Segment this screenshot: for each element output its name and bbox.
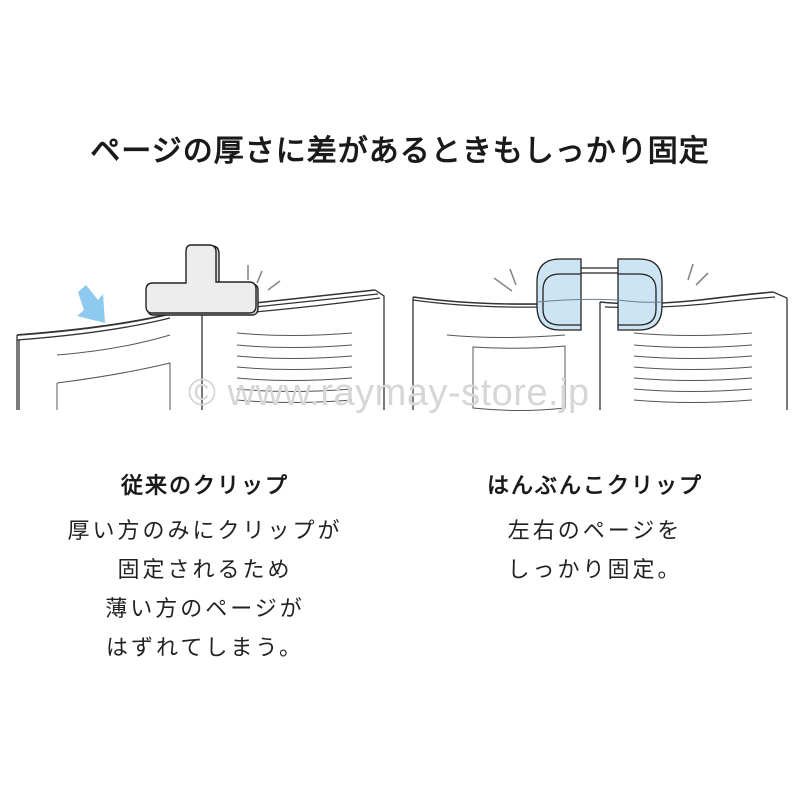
description-line: しっかり固定。: [507, 558, 683, 583]
description-line: 固定されるため: [117, 558, 293, 583]
hanbun-clip-illustration: [536, 258, 663, 331]
hanbun-clip-heading: はんぶんこクリップ: [486, 474, 703, 499]
description-line: はずれてしまう。: [105, 636, 305, 661]
description-line: 厚い方のみにクリップが: [67, 519, 343, 544]
hanbun-clip-description: はんぶんこクリップ 左右のページを しっかり固定。: [420, 468, 770, 590]
page-title: ページの厚さに差があるときもしっかり固定: [90, 134, 710, 169]
description-line: 薄い方のページが: [105, 597, 305, 622]
watermark: © www.raymay-store.jp: [188, 372, 590, 414]
description-line: 左右のページを: [507, 519, 683, 544]
conventional-clip-illustration: [145, 244, 259, 316]
left-book-illustration: [16, 289, 385, 410]
comparison-illustration: [0, 230, 800, 420]
blue-arrow-icon: [77, 285, 105, 323]
conventional-clip-description: 従来のクリップ 厚い方のみにクリップが 固定されるため 薄い方のページが はずれ…: [30, 468, 380, 668]
conventional-clip-heading: 従来のクリップ: [120, 474, 289, 499]
